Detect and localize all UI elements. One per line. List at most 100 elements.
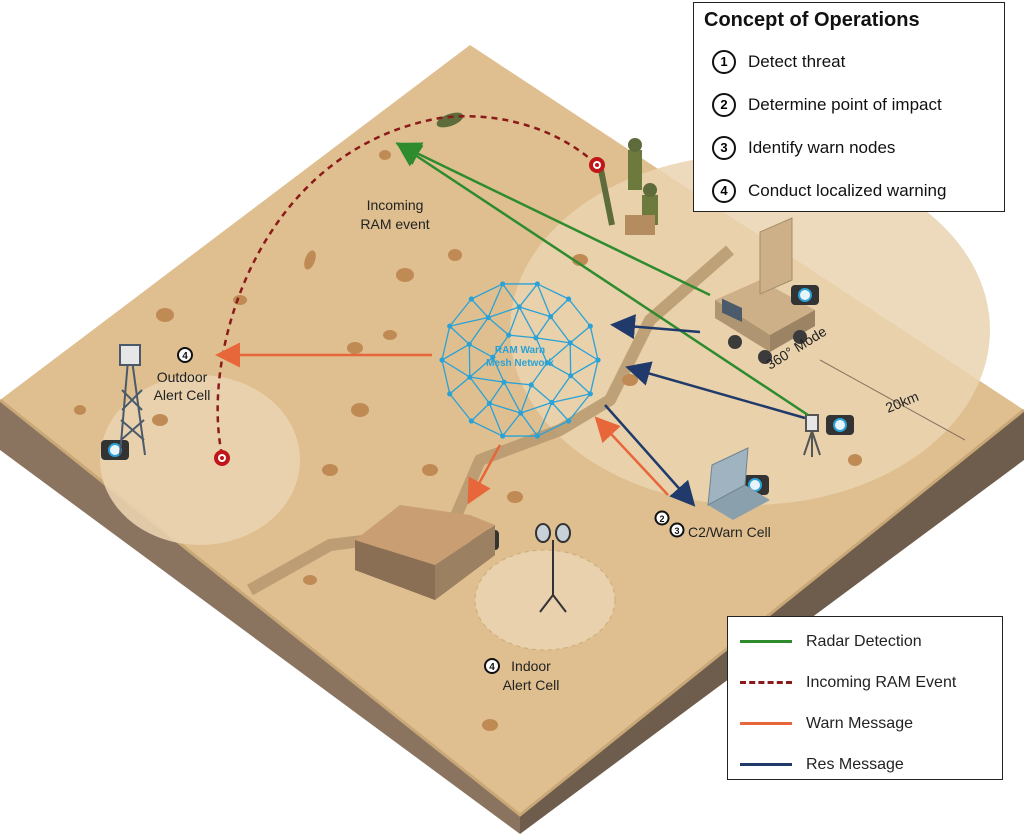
incoming-label-line2: RAM event [360,216,429,232]
indoor-alert-area [474,549,616,651]
step-text: Determine point of impact [748,94,942,114]
mesh-link [550,316,571,344]
legend-swatch-radar [740,640,792,643]
res-message-truck [610,314,701,340]
step-text: Identify warn nodes [748,137,896,157]
mesh-link [503,381,532,386]
mesh-node [485,314,491,321]
mesh-link [589,359,599,394]
mesh-node [500,281,506,287]
mesh-node [490,354,496,360]
mesh-link [520,384,532,414]
mesh-link [535,337,571,344]
mesh-link [551,402,570,422]
mesh-link [503,381,522,414]
c2-step-num-a: 2 [659,514,664,524]
mesh-link [492,334,510,358]
legend-item-warn: Warn Message [740,703,990,744]
mesh-link [449,298,472,327]
mesh-link [502,412,522,437]
indoor-label-line2: Alert Cell [503,677,560,693]
mesh-link [546,362,571,377]
step-number: 1 [712,49,736,74]
mesh-link [535,316,552,339]
mesh-node [516,304,522,310]
trench [247,245,734,596]
c2-step-num-b: 3 [674,526,679,536]
mesh-node [566,418,572,424]
mesh-node [467,374,473,380]
mesh-link [546,342,571,364]
step-number: 3 [712,135,736,160]
mesh-link [468,317,489,345]
indoor-step-num: 4 [489,662,495,673]
mesh-node [587,323,593,329]
indoor-label-line1: Indoor [511,658,551,674]
mesh-link [518,283,538,308]
outdoor-label-line1: Outdoor [157,369,208,385]
legend-item-incoming: Incoming RAM Event [740,662,990,703]
mesh-link [469,343,494,358]
mesh-link [520,401,552,414]
mesh-link [569,325,591,344]
mesh-link [470,402,490,422]
mesh-link [568,298,591,327]
mesh-node [549,399,555,406]
mesh-link [551,375,572,403]
mesh-label-line2: Mesh Network [486,358,554,369]
concept-step-3: 3 Identify warn nodes [704,126,994,169]
legend-swatch-incoming [740,681,792,684]
mesh-link [488,381,505,404]
mesh-link [589,326,599,361]
mesh-link [441,359,451,394]
radar-truck [715,217,815,364]
mesh-link [492,357,505,383]
mesh-node [533,335,539,341]
mesh-link [449,316,489,327]
mesh-link [570,375,591,395]
mesh-link [537,283,569,300]
outdoor-label-line2: Alert Cell [154,387,211,403]
mesh-link [489,402,521,414]
projectile [304,112,464,270]
mesh-node [486,400,493,406]
legend-item-res: Res Message [740,744,990,785]
radar-detection-line-1 [395,142,711,297]
mesh-node [595,357,601,363]
mesh-node [466,341,472,347]
mesh-node [518,410,524,416]
mesh-link [441,326,451,361]
mesh-link [488,306,520,319]
mesh-node [547,314,554,320]
step-number: 4 [712,178,736,203]
mesh-link [441,343,470,361]
outdoor-cell-tower [119,344,146,456]
mesh-link [570,359,599,377]
step-text: Conduct localized warning [748,180,947,200]
concept-step-1: 1 Detect threat [704,40,994,83]
step-number: 2 [712,92,736,117]
mesh-link [449,393,472,422]
mesh-node [468,418,474,424]
mesh-link [449,325,470,345]
mesh-node [528,382,534,388]
warn-message-c2 [594,416,669,496]
mesh-link [568,393,591,422]
mesh-link [530,384,553,403]
mesh-link [449,376,471,395]
incoming-ram-trajectory [216,114,598,456]
res-message-sensor [625,361,806,420]
mesh-link [471,420,503,437]
mesh-node [447,391,453,397]
concept-step-4: 4 Conduct localized warning [704,169,994,212]
legend-item-radar: Radar Detection [740,621,990,662]
mesh-link [508,334,537,339]
mesh-link [471,283,503,300]
incoming-label-line1: Incoming [367,197,424,213]
concept-step-2: 2 Determine point of impact [704,83,994,126]
terrain-top [0,45,1024,815]
mesh-link [469,356,494,378]
mesh-label-line1: RAM Warn [495,345,545,356]
mesh-node [447,323,453,329]
building [355,505,495,600]
